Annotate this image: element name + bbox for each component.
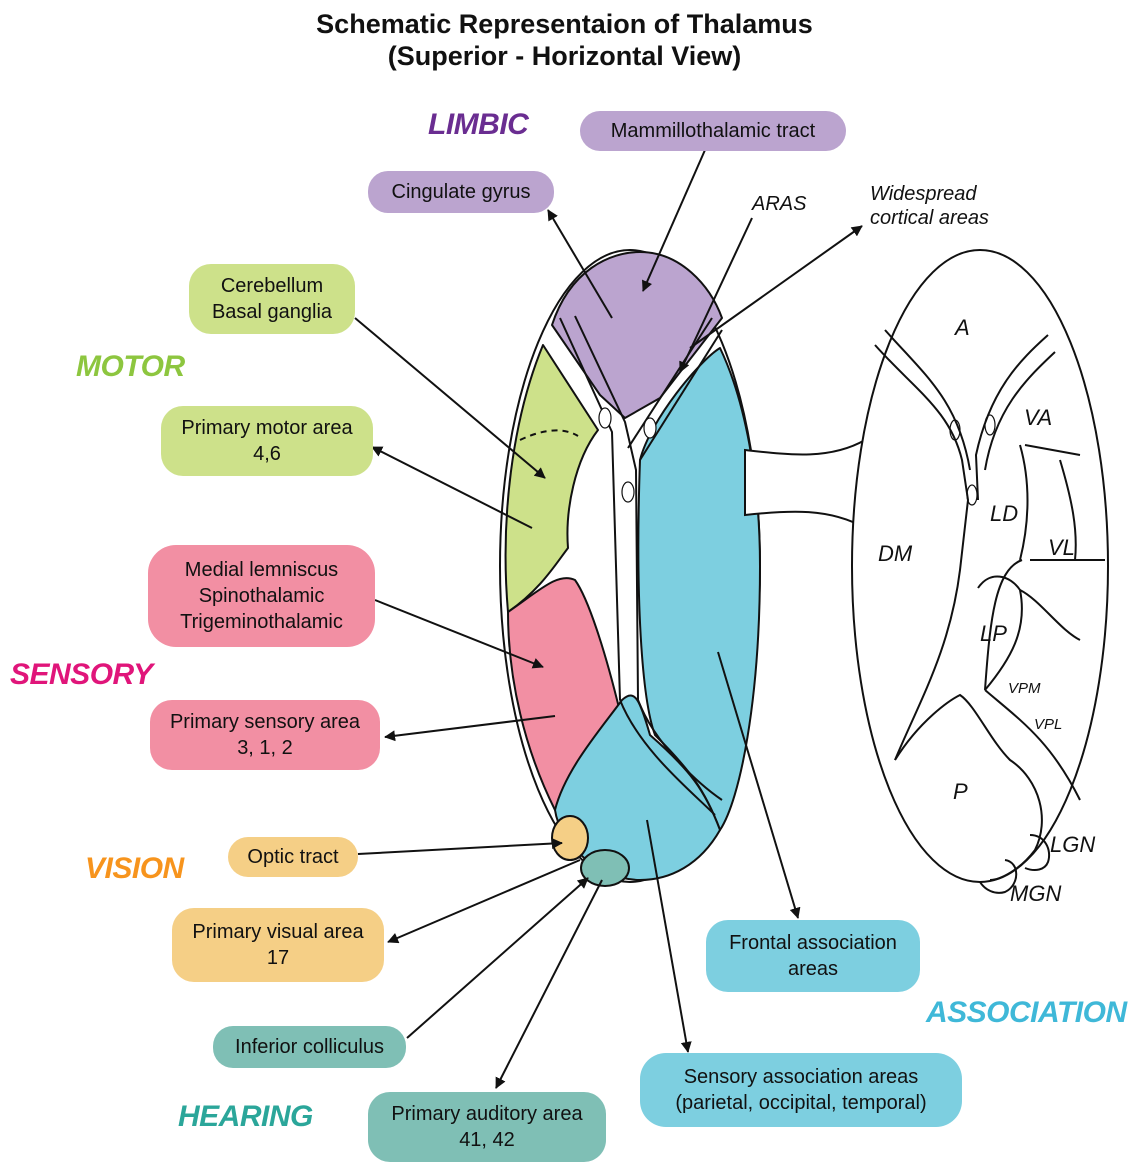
nucleus-ld: LD: [990, 501, 1019, 526]
box-label-line: (parietal, occipital, temporal): [675, 1092, 927, 1114]
nucleus-mgn: MGN: [1010, 881, 1062, 906]
box-cingulate-gyrus: Cingulate gyrus: [368, 171, 554, 213]
nucleus-p: P: [953, 779, 968, 804]
region-hearing: [580, 849, 630, 887]
nucleus-a: A: [955, 315, 970, 340]
right-thalamus: [851, 249, 1109, 894]
box-medial-lemniscus: Medial lemniscus Spinothalamic Trigemino…: [148, 545, 375, 647]
nucleus-lp: LP: [980, 621, 1007, 646]
box-label-line: Medial lemniscus: [184, 559, 339, 581]
category-association: ASSOCIATION: [926, 996, 1127, 1029]
nucleus-vpl: VPL: [1034, 716, 1063, 733]
nucleus-vl: VL: [1048, 535, 1075, 560]
region-limbic: [551, 251, 723, 419]
label-cortical-areas: cortical areas: [870, 207, 989, 229]
box-label-line: Primary visual area: [192, 921, 364, 943]
region-motor: [504, 344, 599, 613]
interthalamic-adhesion: [744, 438, 866, 530]
nucleus-va: VA: [1024, 405, 1053, 430]
box-primary-visual-area: Primary visual area 17: [172, 908, 384, 982]
nucleus-dm: DM: [878, 541, 913, 566]
box-cerebellum-basal-ganglia: Cerebellum Basal ganglia: [189, 264, 355, 334]
box-sensory-association-areas: Sensory association areas (parietal, occ…: [640, 1053, 962, 1127]
box-mammillothalamic-tract: Mammillothalamic tract: [580, 111, 846, 151]
box-label-line: 17: [266, 947, 290, 969]
category-hearing: HEARING: [178, 1100, 313, 1133]
box-primary-sensory-area: Primary sensory area 3, 1, 2: [150, 700, 380, 770]
box-label-line: Primary auditory area: [391, 1103, 583, 1125]
category-sensory: SENSORY: [10, 658, 153, 691]
box-label-line: Basal ganglia: [211, 301, 333, 323]
box-primary-motor-area: Primary motor area 4,6: [161, 406, 373, 476]
box-optic-tract: Optic tract: [228, 837, 358, 877]
box-label-line: Sensory association areas: [683, 1066, 919, 1088]
diagram-subtitle: (Superior - Horizontal View): [387, 41, 742, 71]
region-association-medial: [637, 347, 761, 831]
label-aras: ARAS: [752, 193, 807, 215]
nucleus-vpm: VPM: [1008, 680, 1041, 697]
diagram-title: Schematic Representaion of Thalamus: [316, 9, 813, 39]
box-label-line: 3, 1, 2: [237, 737, 293, 759]
box-label-line: Primary sensory area: [169, 711, 361, 733]
box-primary-auditory-area: Primary auditory area 41, 42: [368, 1092, 606, 1162]
category-limbic: LIMBIC: [428, 108, 529, 141]
box-label-line: 41, 42: [459, 1129, 515, 1151]
box-label-line: Trigeminothalamic: [180, 611, 343, 633]
box-label-line: Frontal association: [729, 932, 897, 954]
arrows: [354, 149, 863, 1089]
box-label-line: Cerebellum: [220, 275, 324, 297]
box-label-line: areas: [787, 958, 839, 980]
box-label-line: 4,6: [253, 443, 281, 465]
box-label: Cingulate gyrus: [391, 181, 531, 203]
region-vision: [551, 815, 589, 861]
label-widespread: Widespread: [870, 183, 977, 205]
nucleus-lgn: LGN: [1050, 832, 1096, 857]
box-label-line: Primary motor area: [181, 417, 353, 439]
box-label: Inferior colliculus: [235, 1036, 384, 1058]
category-motor: MOTOR: [76, 350, 185, 383]
category-vision: VISION: [85, 852, 184, 885]
box-label: Mammillothalamic tract: [610, 120, 816, 142]
left-thalamus: [499, 249, 761, 887]
box-label-line: Spinothalamic: [198, 585, 325, 607]
box-inferior-colliculus: Inferior colliculus: [213, 1026, 406, 1068]
box-label: Optic tract: [247, 846, 339, 868]
box-frontal-association-areas: Frontal association areas: [706, 920, 920, 992]
